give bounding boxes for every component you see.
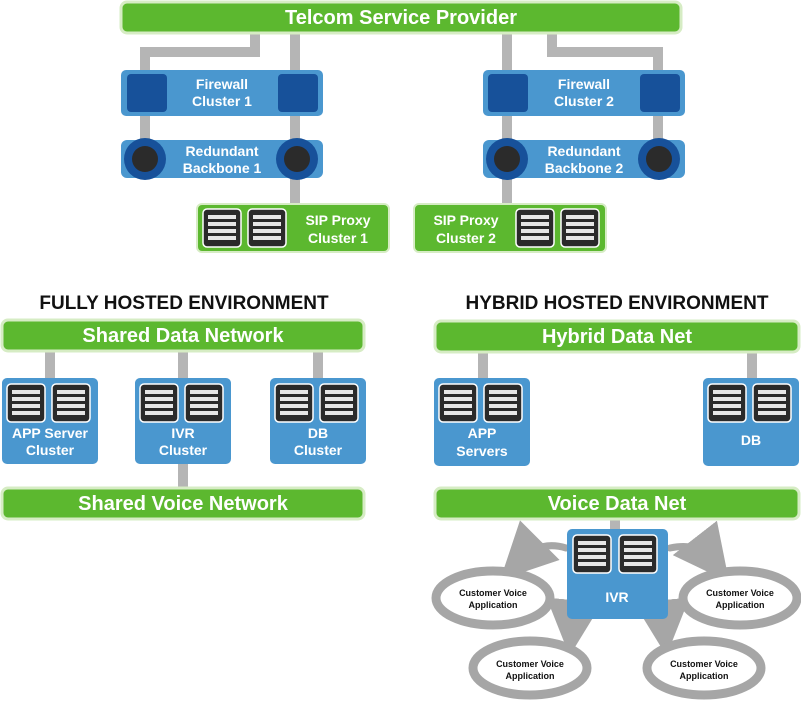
app-servers-label-line2: Servers xyxy=(456,443,508,459)
ivr-cluster: IVR Cluster xyxy=(135,378,231,464)
cva-top-left-line1: Customer Voice xyxy=(459,588,527,598)
sip-1-label-line1: SIP Proxy xyxy=(305,212,370,228)
customer-voice-app-bottom-left: Customer Voice Application xyxy=(468,636,592,700)
firewall-1-label-line1: Firewall xyxy=(196,76,248,92)
db-cluster-label-line1: DB xyxy=(308,425,328,441)
backbone-2-label-line1: Redundant xyxy=(547,143,620,159)
ivr-cluster-label-line1: IVR xyxy=(171,425,194,441)
backbone-2-label-line2: Backbone 2 xyxy=(545,160,624,176)
hybrid-db: DB xyxy=(703,378,799,466)
db-cluster-icon-2 xyxy=(319,383,359,423)
app-server-label-line1: APP Server xyxy=(12,425,89,441)
app-server-icon-1 xyxy=(6,383,46,423)
db-cluster: DB Cluster xyxy=(270,378,366,464)
app-server-cluster: APP Server Cluster xyxy=(2,378,98,464)
sip-1-server-icon-1 xyxy=(202,208,242,248)
db-cluster-icon-1 xyxy=(274,383,314,423)
fully-hosted-title: FULLY HOSTED ENVIRONMENT xyxy=(39,293,329,314)
firewall-cluster-2: Firewall Cluster 2 xyxy=(483,70,685,116)
cva-top-left-line2: Application xyxy=(469,600,518,610)
firewall-2-label-line1: Firewall xyxy=(558,76,610,92)
hybrid-ivr-icon-1 xyxy=(572,534,612,574)
app-servers-icon-2 xyxy=(483,383,523,423)
hybrid-ivr-icon-2 xyxy=(618,534,658,574)
hybrid-db-icon-2 xyxy=(752,383,792,423)
db-cluster-label-line2: Cluster xyxy=(294,442,343,458)
cva-bottom-right-line1: Customer Voice xyxy=(670,659,738,669)
firewall-1-label-line2: Cluster 1 xyxy=(192,93,252,109)
sip-proxy-cluster-2: SIP Proxy Cluster 2 xyxy=(413,203,607,253)
sip-2-label-line1: SIP Proxy xyxy=(433,212,498,228)
backbone-1-label-line2: Backbone 1 xyxy=(183,160,262,176)
shared-data-network-bar: Shared Data Network xyxy=(0,318,366,353)
hybrid-data-net-bar: Hybrid Data Net xyxy=(433,319,801,354)
arrow-ivr-to-cva-top-left xyxy=(500,520,570,580)
firewall-cluster-1: Firewall Cluster 1 xyxy=(121,70,323,116)
shared-voice-network-bar: Shared Voice Network xyxy=(0,486,366,521)
backbone-1-label-line1: Redundant xyxy=(185,143,258,159)
redundant-backbone-2: Redundant Backbone 2 xyxy=(483,138,685,180)
ivr-cluster-icon-2 xyxy=(184,383,224,423)
app-servers-label-line1: APP xyxy=(468,425,497,441)
telcom-provider-bar: Telcom Service Provider xyxy=(119,0,683,35)
app-servers: APP Servers xyxy=(434,378,530,466)
customer-voice-app-top-left: Customer Voice Application xyxy=(431,566,555,630)
redundant-backbone-1: Redundant Backbone 1 xyxy=(121,138,323,180)
firewall-1-left-node xyxy=(127,74,167,112)
voice-data-net-bar: Voice Data Net xyxy=(433,486,801,521)
hybrid-ivr-label: IVR xyxy=(605,589,628,605)
app-server-icon-2 xyxy=(51,383,91,423)
firewall-2-label-line2: Cluster 2 xyxy=(554,93,614,109)
customer-voice-app-bottom-right: Customer Voice Application xyxy=(642,636,766,700)
app-server-label-line2: Cluster xyxy=(26,442,75,458)
hybrid-hosted-title: HYBRID HOSTED ENVIRONMENT xyxy=(466,293,769,314)
sip-proxy-cluster-1: SIP Proxy Cluster 1 xyxy=(196,203,390,253)
firewall-2-left-node xyxy=(488,74,528,112)
telcom-provider-label: Telcom Service Provider xyxy=(285,7,517,29)
cva-top-right-line2: Application xyxy=(716,600,765,610)
firewall-1-right-node xyxy=(278,74,318,112)
sip-1-server-icon-2 xyxy=(247,208,287,248)
firewall-2-right-node xyxy=(640,74,680,112)
sip-2-server-icon-2 xyxy=(560,208,600,248)
cva-bottom-right-line2: Application xyxy=(680,671,729,681)
cva-bottom-left-line2: Application xyxy=(506,671,555,681)
customer-voice-app-top-right: Customer Voice Application xyxy=(678,566,801,630)
arrow-ivr-to-cva-top-right xyxy=(666,520,730,583)
ivr-cluster-label-line2: Cluster xyxy=(159,442,208,458)
hybrid-ivr: IVR xyxy=(567,529,668,619)
shared-data-network-label: Shared Data Network xyxy=(82,325,284,347)
ivr-cluster-icon-1 xyxy=(139,383,179,423)
hybrid-db-icon-1 xyxy=(707,383,747,423)
hybrid-db-label: DB xyxy=(741,432,761,448)
hybrid-data-net-label: Hybrid Data Net xyxy=(542,326,692,348)
app-servers-icon-1 xyxy=(438,383,478,423)
sip-1-label-line2: Cluster 1 xyxy=(308,230,368,246)
voice-data-net-label: Voice Data Net xyxy=(548,493,687,515)
cva-bottom-left-line1: Customer Voice xyxy=(496,659,564,669)
sip-2-server-icon-1 xyxy=(515,208,555,248)
cva-top-right-line1: Customer Voice xyxy=(706,588,774,598)
shared-voice-network-label: Shared Voice Network xyxy=(78,493,289,515)
sip-2-label-line2: Cluster 2 xyxy=(436,230,496,246)
